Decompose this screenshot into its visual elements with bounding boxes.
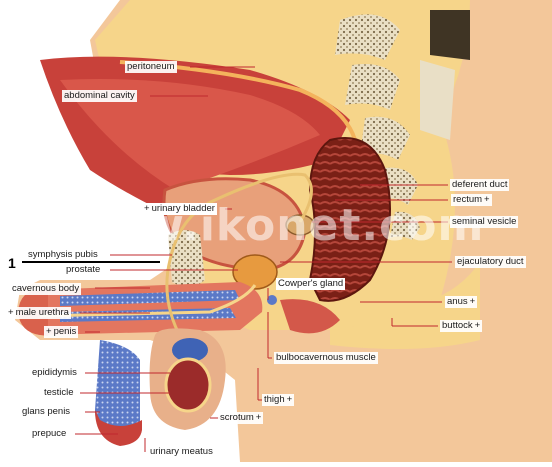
label-glans-penis: glans penis bbox=[20, 406, 73, 418]
label-urinary-bladder[interactable]: +urinary bladder bbox=[142, 203, 217, 215]
cowpers-gland-shape bbox=[267, 295, 277, 305]
number-marker: 1 bbox=[8, 255, 16, 271]
label-thigh[interactable]: thigh+ bbox=[262, 394, 295, 406]
label-prepuce: prepuce bbox=[30, 428, 69, 440]
label-ejaculatory-duct: ejaculatory duct bbox=[455, 256, 526, 268]
label-urinary-meatus: urinary meatus bbox=[148, 446, 215, 458]
seminal-vesicle-shape bbox=[285, 214, 315, 236]
label-buttock[interactable]: buttock+ bbox=[440, 320, 483, 332]
label-cowpers-gland: Cowper's gland bbox=[276, 278, 346, 290]
prostate-shape bbox=[232, 254, 278, 290]
label-anus[interactable]: anus+ bbox=[445, 296, 478, 308]
label-abdominal-cavity: abdominal cavity bbox=[62, 90, 137, 102]
label-testicle: testicle bbox=[42, 387, 76, 399]
epididymis-shape bbox=[172, 338, 208, 362]
deferent-duct-line bbox=[165, 172, 313, 341]
hanging-glans-shape bbox=[95, 410, 142, 446]
label-rectum[interactable]: rectum+ bbox=[451, 194, 492, 206]
label-prostate: prostate bbox=[66, 264, 101, 275]
perineal-muscle-shape bbox=[280, 299, 340, 334]
urethra-line bbox=[39, 284, 257, 318]
abdominal-cavity-shape bbox=[60, 79, 320, 190]
label-male-urethra[interactable]: +male urethra bbox=[6, 307, 71, 319]
label-seminal-vesicle: seminal vesicle bbox=[450, 216, 519, 228]
label-deferent-duct: deferent duct bbox=[450, 179, 510, 191]
label-epididymis: epididymis bbox=[30, 367, 79, 379]
leader-lines bbox=[75, 66, 452, 452]
label-bulbocavernous-muscle: bulbocavernous muscle bbox=[274, 352, 378, 364]
hanging-penis-shape bbox=[95, 340, 140, 442]
pubic-bone-shape bbox=[168, 230, 205, 287]
label-scrotum[interactable]: scrotum+ bbox=[218, 412, 264, 424]
cavernous-body-shape bbox=[60, 290, 240, 306]
label-penis[interactable]: +penis bbox=[44, 326, 79, 338]
label-symphysis-pubis: symphysis pubis bbox=[28, 249, 98, 260]
testicle-shape bbox=[164, 357, 212, 413]
label-cavernous-body: cavernous body bbox=[10, 283, 82, 295]
label-peritoneum: peritoneum bbox=[125, 61, 177, 73]
